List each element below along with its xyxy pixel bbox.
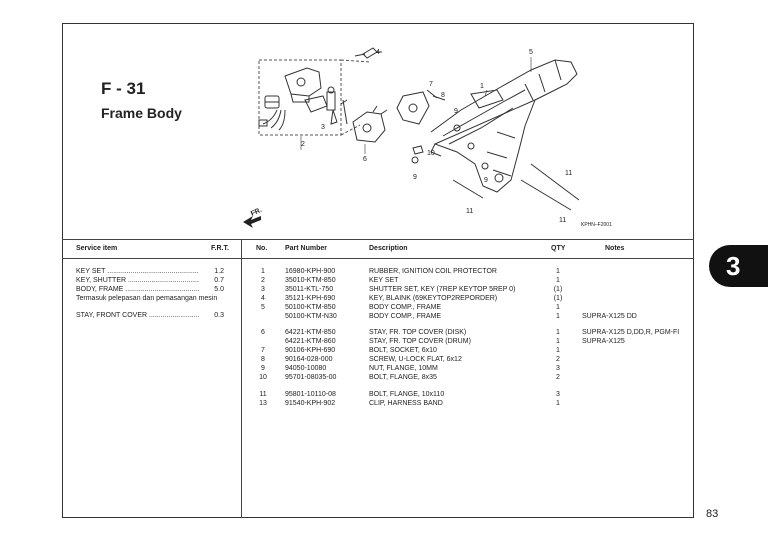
callout-9: 9	[454, 108, 458, 115]
callout-6: 6	[363, 156, 367, 163]
front-arrow-label: FR.	[250, 207, 263, 218]
notes-header: Notes	[605, 245, 625, 252]
frame-body-diagram: 4 5 7 8 1 9 3 2 6 10 9 9 11 11 11 FR. KP…	[243, 47, 612, 228]
table-top-rule	[62, 239, 694, 240]
table-header-rule	[62, 258, 694, 259]
callout-10: 10	[427, 150, 435, 157]
service-row-note: Termasuk pelepasan dan pemasangan mesin	[76, 295, 218, 302]
section-title: Frame Body	[101, 105, 182, 121]
callout-7: 7	[429, 81, 433, 88]
service-row: STAY, FRONT COVER ......................…	[76, 312, 224, 319]
table-divider	[241, 239, 242, 518]
callout-11a: 11	[565, 170, 572, 177]
chapter-tab: 3	[709, 245, 768, 287]
callout-9b: 9	[413, 174, 417, 181]
no-header: No.	[256, 245, 268, 252]
service-row: KEY, SHUTTER ...........................…	[76, 277, 224, 284]
service-row: BODY, FRAME ............................…	[76, 286, 224, 293]
chapter-number: 3	[726, 251, 741, 281]
callout-9c: 9	[484, 177, 488, 184]
callout-11b: 11	[466, 208, 473, 215]
page-frame	[62, 23, 694, 518]
qty-header: QTY	[551, 245, 566, 252]
callout-3: 3	[321, 124, 325, 131]
frt-header: F.R.T.	[211, 245, 229, 252]
callout-5: 5	[529, 49, 533, 56]
part-number-header: Part Number	[285, 245, 328, 252]
section-code: F - 31	[101, 79, 146, 98]
callout-2: 2	[301, 141, 305, 148]
callout-11c: 11	[559, 217, 566, 224]
callout-1: 1	[480, 83, 484, 90]
service-item-header: Service item	[76, 245, 118, 252]
service-row: KEY SET ................................…	[76, 268, 224, 275]
callout-8: 8	[441, 92, 445, 99]
callout-4: 4	[376, 49, 380, 56]
description-header: Description	[369, 245, 408, 252]
page-number: 83	[706, 508, 719, 520]
diagram-ref-code: KPHN–F2001	[581, 222, 612, 228]
